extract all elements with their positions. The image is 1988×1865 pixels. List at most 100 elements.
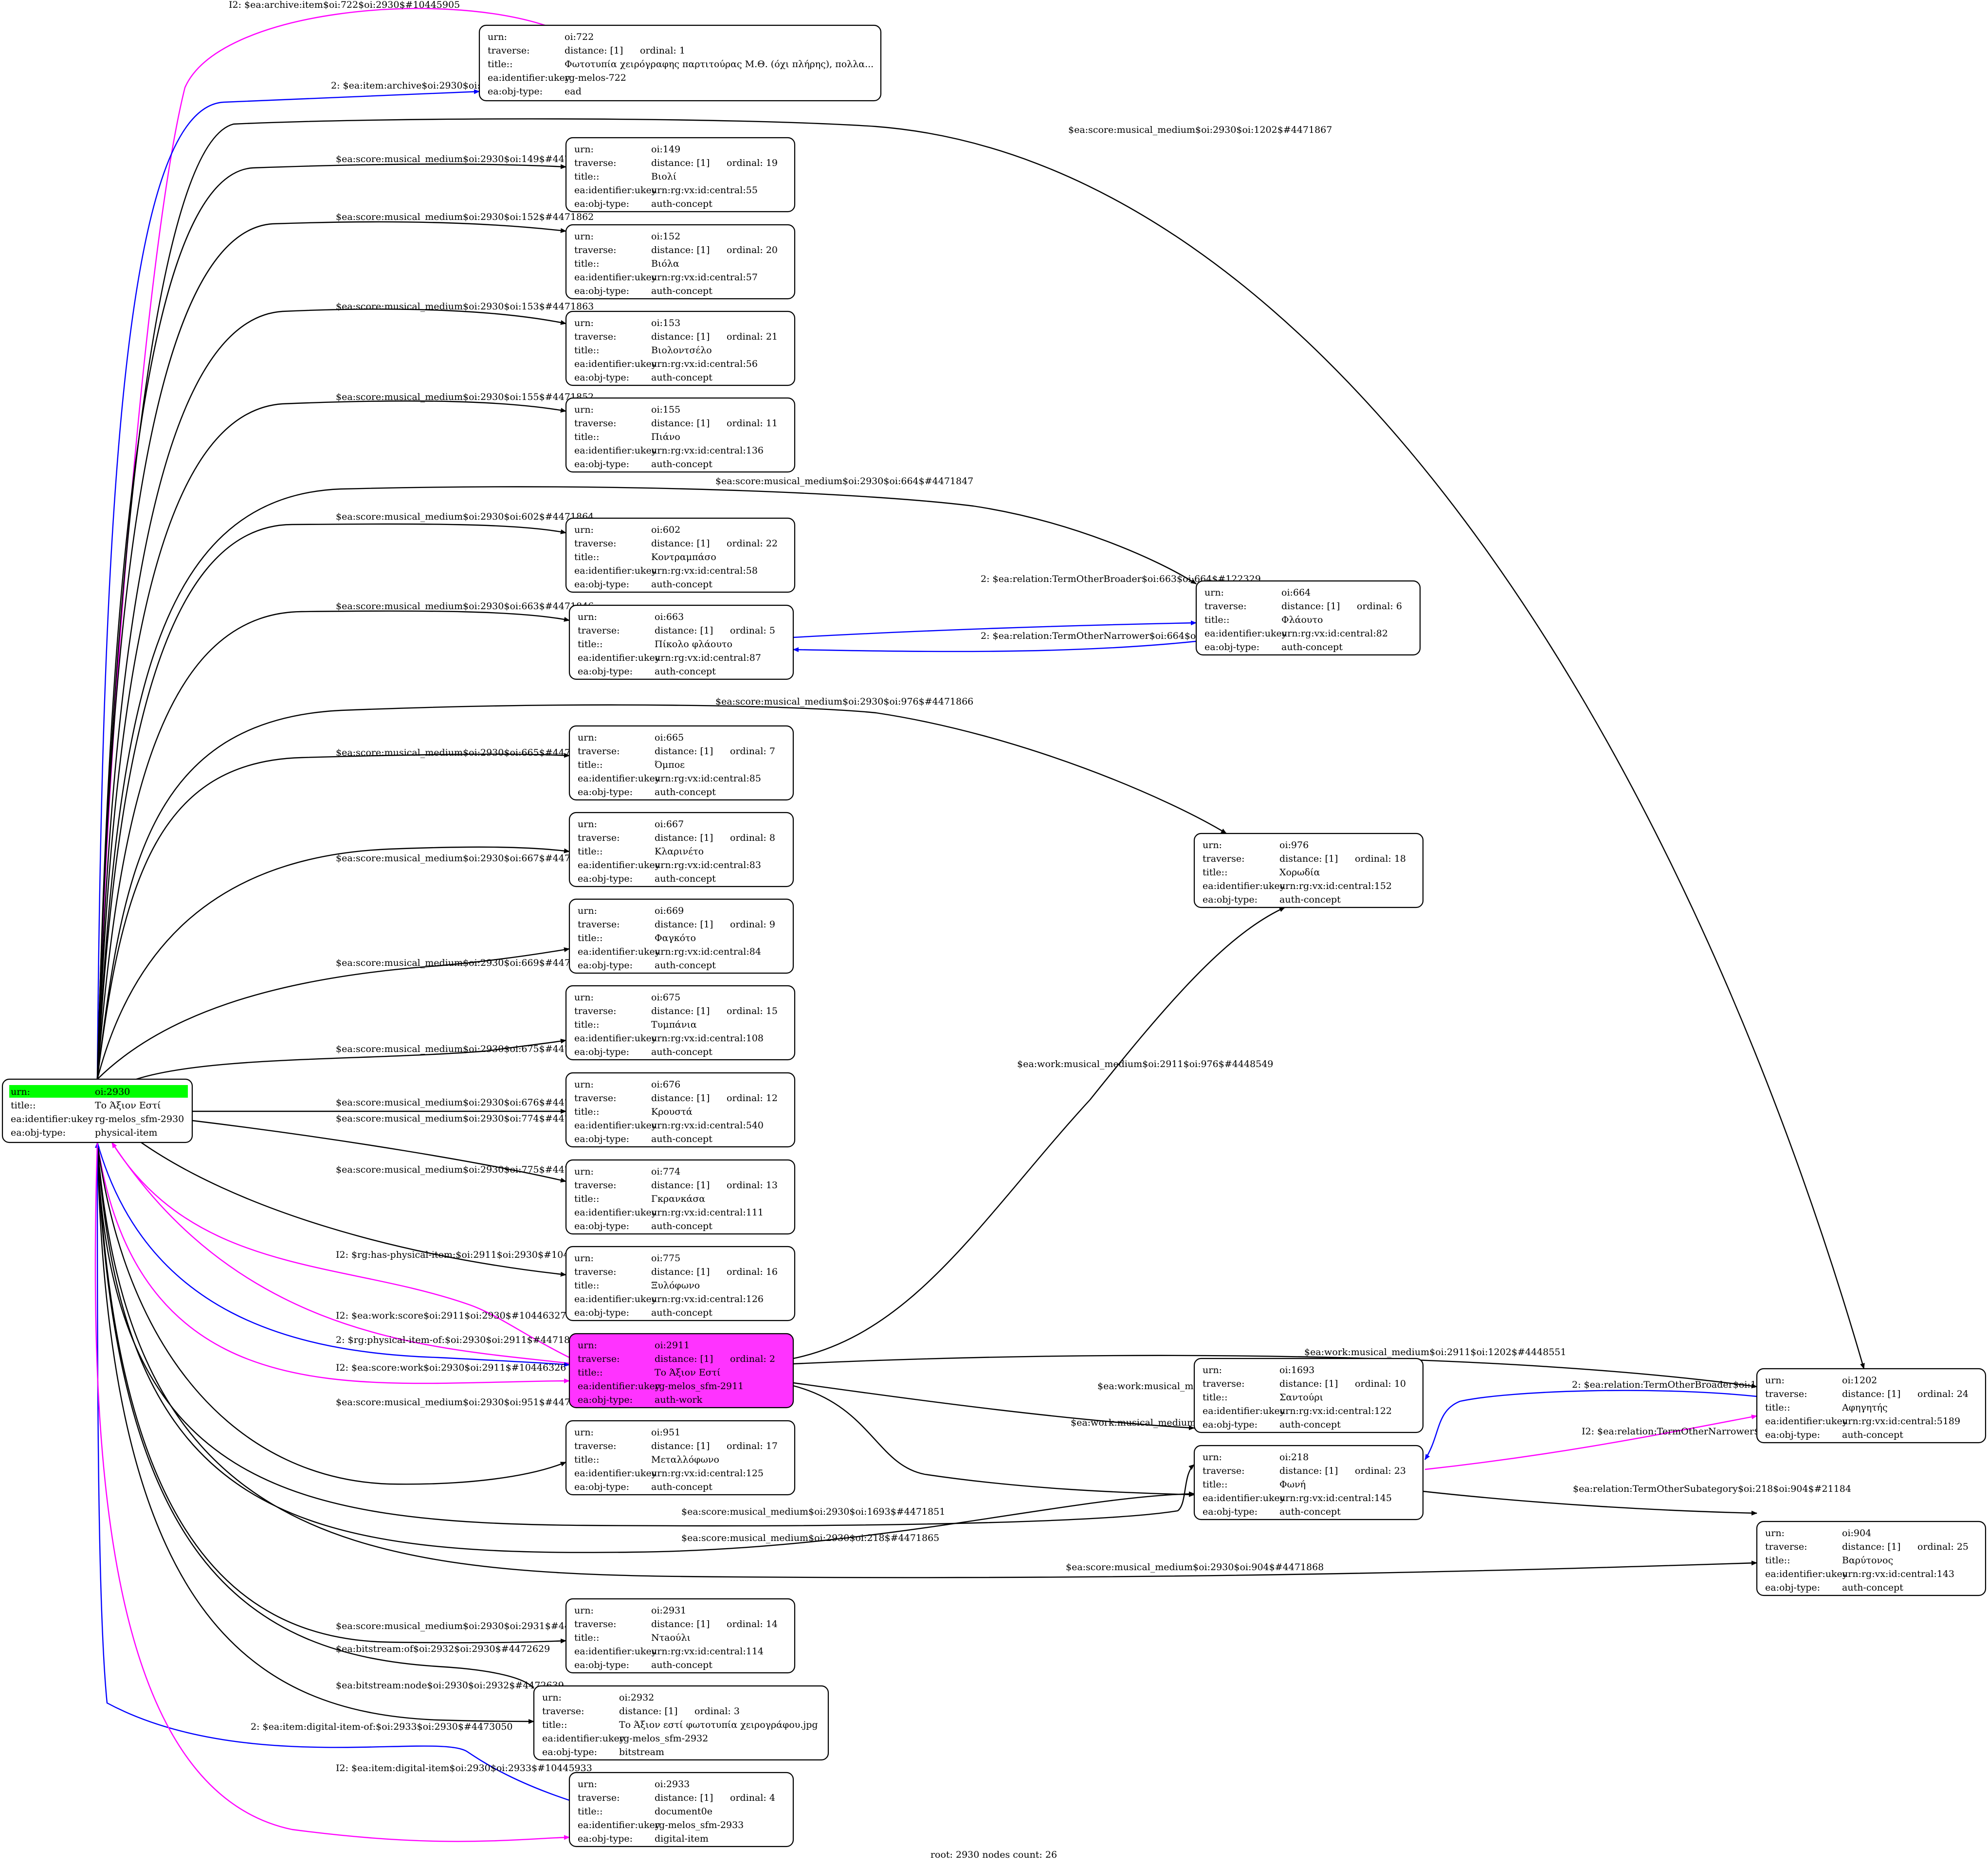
edge-label: $ea:score:musical_medium$oi:2930$oi:149$… (336, 154, 594, 164)
field-label-ukey: ea:identifier:ukey (574, 1468, 657, 1479)
edge-path (96, 753, 570, 1080)
field-value-objtype: auth-work (655, 1394, 703, 1405)
field-label-objtype: ea:obj-type: (578, 1394, 633, 1405)
field-label-objtype: ea:obj-type: (574, 579, 629, 590)
field-value-objtype: auth-concept (1279, 1419, 1341, 1430)
edge-path (793, 640, 1197, 652)
field-value-title: Το Άξιον Εστί (655, 1367, 721, 1378)
field-value-ordinal: ordinal: 23 (1355, 1466, 1406, 1476)
field-value-objtype: auth-concept (1281, 642, 1343, 652)
field-value-title: Κοντραμπάσο (651, 552, 716, 562)
field-label-ukey: ea:identifier:ukey (1203, 1406, 1285, 1416)
edge-e663: $ea:score:musical_medium$oi:2930$oi:663$… (96, 601, 594, 1080)
field-label-ukey: ea:identifier:ukey (542, 1733, 625, 1744)
field-label-traverse: traverse: (578, 833, 620, 843)
field-value-title: Κλαρινέτο (655, 846, 704, 857)
edge-e669: $ea:score:musical_medium$oi:2930$oi:669$… (97, 947, 594, 1080)
field-label-ukey: ea:identifier:ukey (578, 1820, 660, 1830)
node-box (565, 397, 796, 473)
field-value-title: Κρουστά (651, 1106, 693, 1117)
field-value-ukey: urn:rg:vx:id:central:122 (1279, 1406, 1392, 1416)
field-label-traverse: traverse: (542, 1706, 584, 1717)
field-value-urn: oi:675 (651, 992, 680, 1003)
node-box (565, 1598, 796, 1674)
field-label-objtype: ea:obj-type: (574, 1221, 629, 1231)
field-label-ukey: ea:identifier:ukey (488, 72, 570, 83)
edge-path (96, 1142, 534, 1724)
edge-label: $ea:score:musical_medium$oi:2930$oi:676$… (336, 1097, 594, 1108)
field-value-ukey: rg-melos_sfm-2932 (619, 1733, 708, 1744)
field-label-title: title:: (574, 1632, 599, 1643)
field-label-ukey: ea:identifier:ukey (11, 1114, 93, 1124)
node-box (565, 310, 796, 386)
field-label-ukey: ea:identifier:ukey (578, 652, 660, 663)
field-value-title: Τυμπάνια (651, 1019, 697, 1030)
field-value-urn: oi:152 (651, 231, 680, 242)
field-label-objtype: ea:obj-type: (574, 1134, 629, 1144)
field-value-urn: oi:155 (651, 404, 680, 415)
field-value-objtype: auth-concept (651, 1482, 712, 1492)
field-label-urn: urn: (1765, 1375, 1785, 1386)
field-value-urn: oi:676 (651, 1079, 680, 1090)
field-label-traverse: traverse: (578, 625, 620, 636)
edge-path (96, 1142, 566, 1485)
field-value-ordinal: ordinal: 7 (730, 746, 775, 757)
field-value-ukey: urn:rg:vx:id:central:108 (651, 1033, 764, 1044)
edge-label: $ea:bitstream:node$oi:2930$oi:2932$#4472… (336, 1680, 564, 1691)
field-value-ordinal: ordinal: 11 (727, 418, 778, 429)
edge-eWorkScore: I2: $ea:work:score$oi:2911$oi:2930$#1044… (111, 1142, 570, 1364)
field-value-ordinal: ordinal: 19 (727, 158, 778, 168)
field-label-objtype: ea:obj-type: (574, 1047, 629, 1057)
field-value-urn: oi:774 (651, 1166, 680, 1177)
field-value-ukey: urn:rg:vx:id:central:152 (1279, 881, 1392, 891)
field-label-ukey: ea:identifier:ukey (578, 860, 660, 870)
field-value-ordinal: ordinal: 6 (1357, 601, 1402, 612)
field-value-ukey: urn:rg:vx:id:central:57 (651, 272, 758, 283)
field-value-ukey: rg-melos_sfm-2930 (95, 1114, 184, 1124)
field-label-objtype: ea:obj-type: (574, 286, 629, 296)
field-value-ordinal: ordinal: 5 (730, 625, 775, 636)
edge-label: $ea:score:musical_medium$oi:2930$oi:663$… (336, 601, 594, 612)
field-label-title: title:: (542, 1720, 567, 1730)
field-label-objtype: ea:obj-type: (1765, 1430, 1820, 1440)
edge-path (1423, 1490, 1757, 1516)
field-value-title: Φωτοτυπία χειρόγραφης παρτιτούρας Μ.Θ. (… (565, 59, 874, 70)
field-label-urn: urn: (578, 612, 597, 622)
edge-e976: $ea:score:musical_medium$oi:2930$oi:976$… (96, 696, 1227, 1080)
field-value-ukey: rg-melos-722 (565, 72, 626, 83)
field-label-objtype: ea:obj-type: (578, 666, 633, 677)
field-value-urn: oi:153 (651, 318, 680, 328)
field-label-title: title:: (1203, 1479, 1227, 1490)
edge-label: $ea:score:musical_medium$oi:2930$oi:951$… (336, 1397, 594, 1408)
field-value-urn: oi:665 (655, 732, 684, 743)
node-box (565, 517, 796, 593)
edge-path (793, 1382, 1195, 1430)
edge-e675: $ea:score:musical_medium$oi:2930$oi:675$… (136, 1038, 594, 1080)
